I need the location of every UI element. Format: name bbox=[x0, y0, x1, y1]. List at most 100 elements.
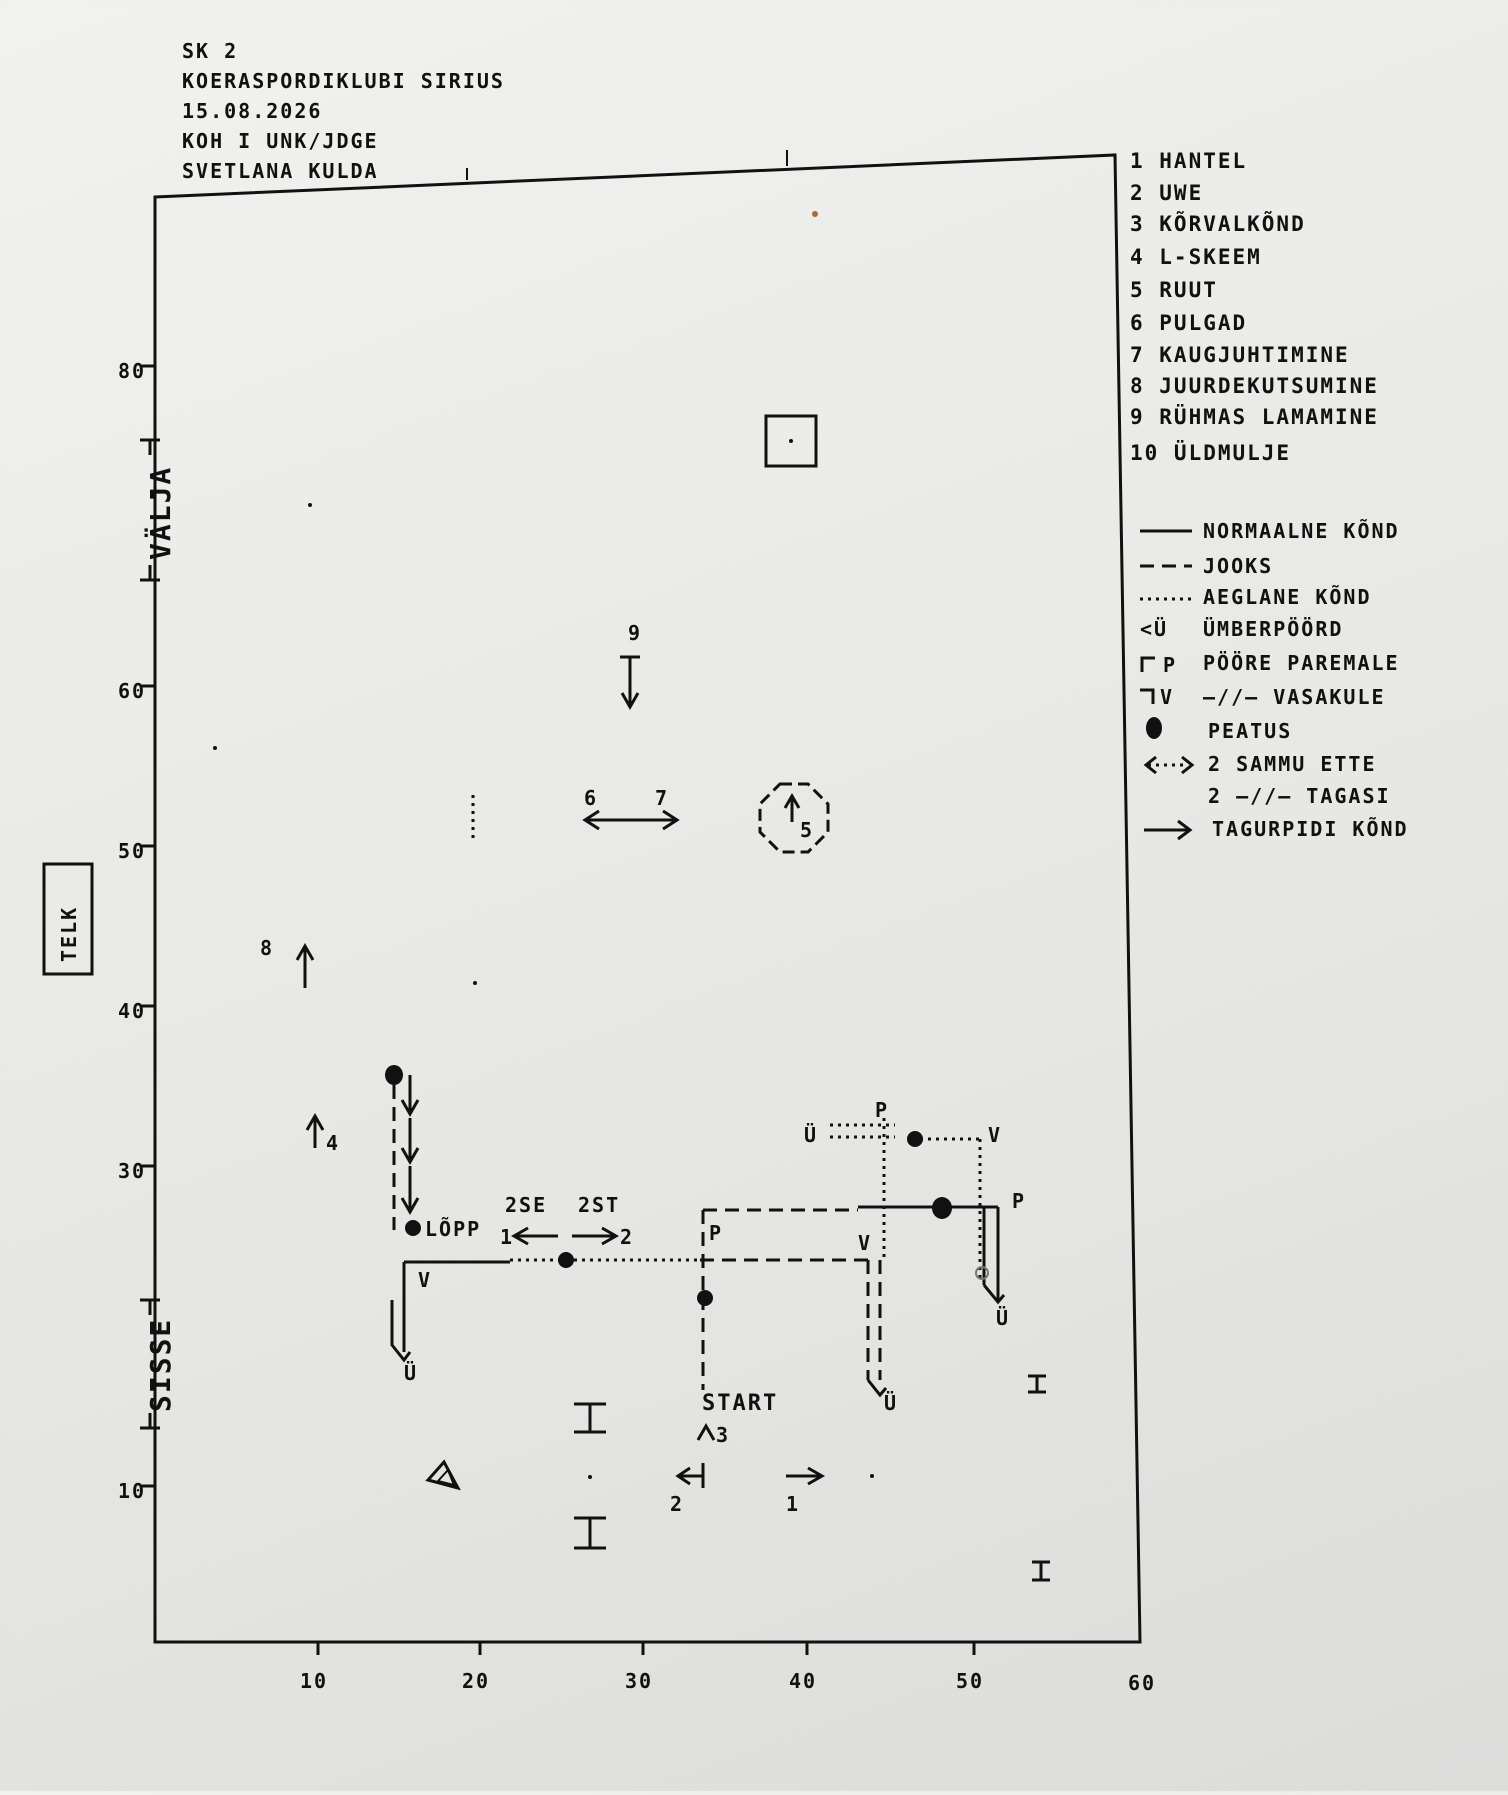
marker-square bbox=[764, 414, 818, 468]
label-ex4: 4 bbox=[326, 1131, 340, 1155]
header-judge-name: SVETLANA KULDA bbox=[182, 159, 379, 183]
label-ex3: 3 bbox=[716, 1423, 730, 1447]
obstacle-bar bbox=[1028, 1374, 1046, 1394]
label-left: V bbox=[418, 1268, 432, 1292]
legend-symbol: <Ü bbox=[1140, 617, 1168, 641]
judge-marker bbox=[425, 1459, 461, 1491]
label-steps-forward: 2SE bbox=[505, 1193, 547, 1217]
label-in: SISSE bbox=[144, 1318, 177, 1412]
label-steps-back: 2ST bbox=[578, 1193, 620, 1217]
exercise-item: 5 RUUT bbox=[1130, 278, 1218, 302]
label-ex5: 5 bbox=[800, 818, 814, 842]
legend: NORMAALNE KÕND JOOKS AEGLANE KÕND <Ü ÜMB… bbox=[1140, 519, 1409, 841]
path-left-turn bbox=[390, 1260, 510, 1363]
label-ex1: 1 bbox=[786, 1492, 800, 1516]
legend-label: TAGURPIDI KÕND bbox=[1212, 817, 1409, 841]
label-left: V bbox=[858, 1231, 872, 1255]
tent-box bbox=[42, 862, 94, 976]
arrow-ex1 bbox=[786, 1466, 826, 1486]
header-date: 15.08.2026 bbox=[182, 99, 322, 123]
start-up-arrow bbox=[696, 1422, 716, 1441]
legend-label: PEATUS bbox=[1208, 719, 1292, 743]
x-tick-label: 40 bbox=[789, 1669, 817, 1693]
label-turnaround: Ü bbox=[404, 1361, 418, 1385]
y-axis: 80 60 50 40 30 10 bbox=[118, 359, 160, 1503]
y-tick-label: 60 bbox=[118, 679, 146, 703]
exercise-item: 2 UWE bbox=[1130, 181, 1203, 205]
field-dot bbox=[213, 746, 217, 750]
obstacle-bar bbox=[1032, 1560, 1050, 1582]
path-right-section bbox=[830, 1118, 1006, 1305]
x-tick-label: 50 bbox=[956, 1669, 984, 1693]
exercise-item: 7 KAUGJUHTIMINE bbox=[1130, 343, 1350, 367]
arrow-ex9 bbox=[620, 655, 640, 711]
legend-backward-icon bbox=[1144, 819, 1193, 841]
stop-marker bbox=[697, 1290, 713, 1306]
x-tick-label: 10 bbox=[300, 1669, 328, 1693]
obstacle-bar bbox=[574, 1402, 606, 1434]
legend-label: AEGLANE KÕND bbox=[1203, 585, 1372, 609]
legend-symbol: V bbox=[1160, 685, 1174, 709]
arrow-ex2 bbox=[675, 1466, 703, 1486]
x-tick-label: 30 bbox=[625, 1669, 653, 1693]
field-dot bbox=[812, 211, 818, 217]
legend-symbol: P bbox=[1163, 653, 1177, 677]
stop-marker bbox=[558, 1252, 574, 1268]
label-left: V bbox=[988, 1123, 1002, 1147]
legend-steps-icon bbox=[1143, 755, 1195, 775]
label-turnaround: Ü bbox=[996, 1306, 1010, 1330]
legend-label: 2 SAMMU ETTE bbox=[1208, 752, 1377, 776]
x-tick-label: 20 bbox=[462, 1669, 490, 1693]
arrow-ex4 bbox=[305, 1112, 325, 1148]
arrow-steps-back bbox=[572, 1226, 620, 1246]
label-ex8: 8 bbox=[260, 936, 274, 960]
label-start: START bbox=[702, 1391, 778, 1416]
legend-label: PÖÖRE PAREMALE bbox=[1203, 651, 1400, 675]
y-tick-label: 30 bbox=[118, 1159, 146, 1183]
header-judge-title: KOH I UNK/JDGE bbox=[182, 129, 379, 153]
arrow-ex8 bbox=[295, 942, 315, 988]
arrow-steps-forward bbox=[510, 1226, 558, 1246]
exercise-item: 6 PULGAD bbox=[1130, 311, 1247, 335]
legend-stop-icon bbox=[1146, 717, 1162, 739]
field-dot bbox=[308, 503, 312, 507]
header: SK 2 KOERASPORDIKLUBI SIRIUS 15.08.2026 … bbox=[182, 39, 505, 183]
label-out: VÄLJA bbox=[143, 466, 177, 560]
x-axis: 10 20 30 40 50 60 bbox=[300, 1642, 1156, 1695]
label-turnaround: Ü bbox=[804, 1123, 818, 1147]
label-ex2: 2 bbox=[670, 1492, 684, 1516]
label-ex9: 9 bbox=[628, 621, 642, 645]
label-ex6: 6 bbox=[584, 786, 598, 810]
exercise-item: 1 HANTEL bbox=[1130, 149, 1247, 173]
obstacle-bar bbox=[574, 1516, 606, 1550]
field-dot bbox=[870, 1474, 874, 1478]
header-class: SK 2 bbox=[182, 39, 238, 63]
stop-marker bbox=[907, 1131, 923, 1147]
label-turnaround: Ü bbox=[884, 1391, 898, 1415]
field-dot bbox=[588, 1475, 592, 1479]
exercise-item: 8 JUURDEKUTSUMINE bbox=[1130, 374, 1379, 398]
legend-label: 2 —//— TAGASI bbox=[1208, 784, 1391, 808]
label-steps-forward-num: 1 bbox=[500, 1225, 514, 1249]
legend-label: —//— VASAKULE bbox=[1203, 685, 1386, 709]
marker-octagon bbox=[758, 782, 830, 854]
y-tick-label: 40 bbox=[118, 999, 146, 1023]
label-right: P bbox=[709, 1221, 723, 1245]
exercise-item: 10 ÜLDMULJE bbox=[1130, 440, 1291, 465]
exercise-list: 1 HANTEL 2 UWE 3 KÕRVALKÕND 4 L-SKEEM 5 … bbox=[1130, 149, 1379, 465]
finish-run bbox=[385, 1065, 421, 1236]
label-steps-back-num: 2 bbox=[620, 1225, 634, 1249]
legend-label: ÜMBERPÖÖRD bbox=[1203, 617, 1343, 641]
label-finish: LÕPP bbox=[425, 1217, 481, 1241]
y-tick-label: 50 bbox=[118, 839, 146, 863]
tent-label: TELK bbox=[57, 906, 81, 962]
exercise-item: 4 L-SKEEM bbox=[1130, 245, 1262, 269]
label-right: P bbox=[1012, 1189, 1026, 1213]
exercise-item: 3 KÕRVALKÕND bbox=[1130, 211, 1306, 236]
x-tick-label: 60 bbox=[1128, 1671, 1156, 1695]
y-tick-label: 80 bbox=[118, 359, 146, 383]
label-ex7: 7 bbox=[655, 786, 669, 810]
header-club: KOERASPORDIKLUBI SIRIUS bbox=[182, 69, 505, 93]
field-dot bbox=[473, 981, 477, 985]
